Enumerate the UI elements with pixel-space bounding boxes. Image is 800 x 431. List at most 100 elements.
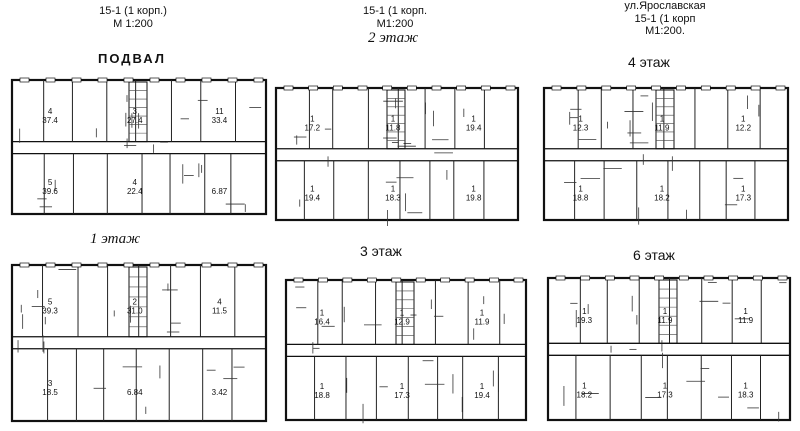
stair-block bbox=[395, 281, 415, 345]
room-area: 11.9 bbox=[657, 316, 673, 325]
room-area: 19.4 bbox=[474, 391, 490, 400]
room-number: 1 bbox=[400, 308, 405, 317]
room-area: 18.5 bbox=[42, 388, 58, 397]
room-number: 5 bbox=[48, 297, 53, 306]
room-area: 12.2 bbox=[735, 123, 751, 132]
stair-block bbox=[128, 266, 148, 338]
room-area: 31.0 bbox=[127, 306, 143, 315]
window bbox=[175, 262, 186, 268]
window bbox=[253, 77, 264, 83]
room-area: 18.3 bbox=[738, 391, 754, 400]
room-area: 18.3 bbox=[385, 193, 401, 202]
window bbox=[431, 85, 442, 91]
window bbox=[678, 275, 689, 281]
room-area: 12.9 bbox=[394, 317, 410, 326]
window bbox=[654, 275, 665, 281]
window bbox=[201, 77, 212, 83]
window bbox=[97, 77, 108, 83]
room-number: 1 bbox=[741, 184, 746, 193]
window bbox=[456, 85, 467, 91]
room-area: 22.4 bbox=[127, 187, 143, 196]
window bbox=[464, 277, 475, 283]
header-right-line0: ул.Ярославская bbox=[624, 0, 706, 12]
window bbox=[604, 275, 615, 281]
window bbox=[332, 85, 343, 91]
outer-wall bbox=[542, 86, 790, 222]
window bbox=[71, 77, 82, 83]
window bbox=[366, 277, 377, 283]
header-center: 15-1 (1 корп. М1:200 bbox=[350, 5, 440, 30]
room-area: 18.8 bbox=[314, 391, 330, 400]
window bbox=[629, 275, 640, 281]
window bbox=[149, 262, 160, 268]
room-area: 39.3 bbox=[42, 306, 58, 315]
room-number: 1 bbox=[391, 114, 396, 123]
room-number: 1 bbox=[741, 114, 746, 123]
room-number: 3 bbox=[133, 107, 138, 116]
window bbox=[752, 275, 763, 281]
window bbox=[676, 85, 686, 91]
window bbox=[728, 275, 739, 281]
stair-block bbox=[658, 279, 678, 344]
window bbox=[45, 262, 56, 268]
header-center-line2: М1:200 bbox=[376, 17, 414, 30]
header-right-line2: М1:200. bbox=[645, 25, 685, 38]
room-area: 11.9 bbox=[738, 316, 754, 325]
room-number: 1 bbox=[480, 308, 485, 317]
floor-label-6: 6 этаж bbox=[633, 247, 675, 263]
room-area: 18.2 bbox=[577, 391, 593, 400]
window bbox=[725, 85, 736, 91]
window bbox=[293, 277, 304, 283]
window bbox=[391, 277, 402, 283]
window bbox=[505, 85, 516, 91]
room-area: 16.4 bbox=[314, 317, 330, 326]
room-number: 1 bbox=[743, 307, 748, 316]
window bbox=[71, 262, 82, 268]
room-number: 1 bbox=[578, 114, 583, 123]
window bbox=[750, 85, 761, 91]
room-area: 17.3 bbox=[394, 391, 410, 400]
room-number: 2 bbox=[133, 297, 138, 306]
room-area: 19.4 bbox=[466, 123, 482, 132]
room-area: 6.87 bbox=[212, 187, 228, 196]
room-number: 11 bbox=[215, 107, 224, 116]
window bbox=[601, 85, 612, 91]
window bbox=[555, 275, 566, 281]
window bbox=[576, 85, 587, 91]
window bbox=[551, 85, 562, 91]
room-area: 27.4 bbox=[127, 116, 143, 125]
room-number: 1 bbox=[660, 114, 665, 123]
room-number: 1 bbox=[310, 184, 315, 193]
window bbox=[253, 262, 264, 268]
room-area: 19.8 bbox=[466, 193, 482, 202]
window bbox=[415, 277, 426, 283]
window bbox=[513, 277, 524, 283]
window bbox=[342, 277, 353, 283]
window bbox=[489, 277, 499, 283]
room-number: 1 bbox=[663, 307, 668, 316]
room-area: 17.3 bbox=[735, 193, 751, 202]
room-number: 5 bbox=[48, 178, 53, 187]
floor-label-1: 1 этаж bbox=[90, 231, 141, 247]
stair-block bbox=[128, 81, 148, 143]
window bbox=[651, 85, 661, 91]
outer-wall bbox=[284, 278, 528, 422]
header-left-line2: М 1:200 bbox=[113, 17, 153, 30]
window bbox=[580, 275, 591, 281]
header-center-line1: 15-1 (1 корп. bbox=[362, 5, 428, 17]
window bbox=[703, 275, 714, 281]
floor-label-basement: ПОДВАЛ bbox=[98, 51, 166, 66]
room-area: 11.9 bbox=[475, 317, 491, 326]
room-area: 18.8 bbox=[573, 193, 589, 202]
